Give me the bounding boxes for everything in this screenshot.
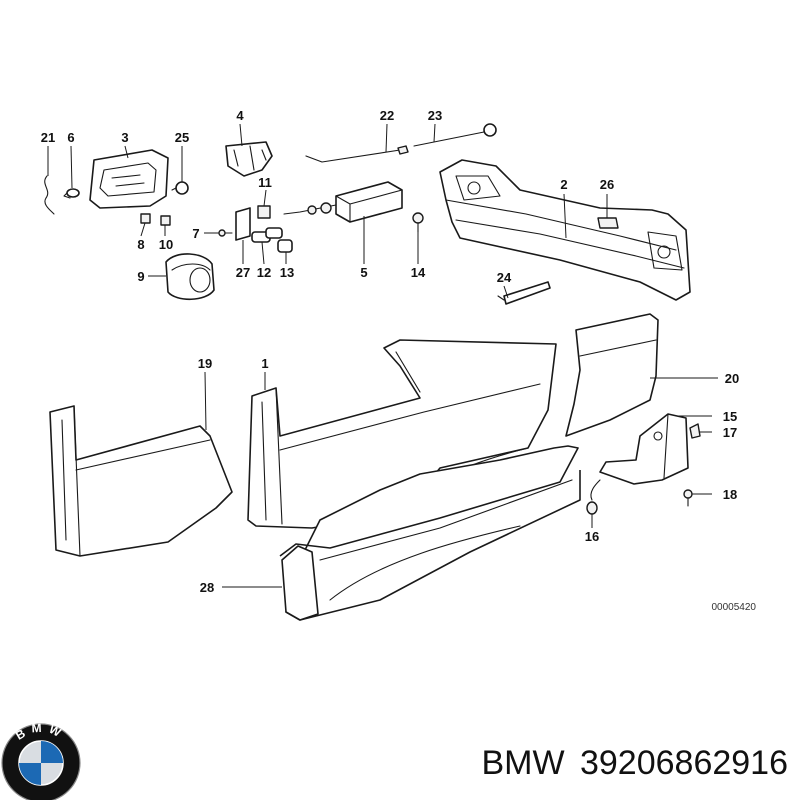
- callout-12: 12: [257, 265, 271, 280]
- callout-9: 9: [137, 269, 144, 284]
- callout-28: 28: [200, 580, 214, 595]
- part-3-filler-housing: [89, 149, 169, 209]
- part-12-bushings: [251, 227, 283, 243]
- callout-23: 23: [428, 108, 442, 123]
- bmw-roundel-icon: BMW: [1, 722, 81, 800]
- part-14-bolt: [412, 212, 424, 233]
- part-28-inner-liner: [279, 445, 581, 621]
- part-17-clip: [689, 423, 701, 439]
- part-5-actuator: [283, 181, 403, 223]
- callout-26: 26: [600, 177, 614, 192]
- callout-20: 20: [725, 371, 739, 386]
- callout-16: 16: [585, 529, 599, 544]
- part-21-wire-clip: [44, 175, 55, 215]
- callout-22: 22: [380, 108, 394, 123]
- callout-19: 19: [198, 356, 212, 371]
- callout-13: 13: [280, 265, 294, 280]
- part-24-strip: [497, 281, 551, 305]
- part-23-cable: [413, 123, 497, 147]
- part-26-tag: [597, 217, 619, 229]
- part-16-plug: [586, 479, 601, 515]
- callout-10: 10: [159, 237, 173, 252]
- part-2-rear-panel: [439, 159, 691, 301]
- part-18-screw: [683, 489, 693, 507]
- exploded-parts-diagram: 21 6 3 25 4 22 23 11 7 8 10 27 12 13 9 5…: [41, 108, 757, 621]
- brand-name: BMW: [481, 744, 565, 782]
- callout-24: 24: [497, 270, 512, 285]
- callout-4: 4: [236, 108, 244, 123]
- part-19-quarter-panel-left: [49, 405, 233, 557]
- leader-lines: [47, 123, 718, 588]
- part-8-nut: [140, 213, 151, 224]
- callout-2: 2: [560, 177, 567, 192]
- callout-25: 25: [175, 130, 189, 145]
- callout-labels: 21 6 3 25 4 22 23 11 7 8 10 27 12 13 9 5…: [41, 108, 739, 595]
- callout-7: 7: [192, 226, 199, 241]
- diagram-reference-code: 00005420: [712, 602, 757, 613]
- brand-row: BMW BMW 39206862916: [0, 700, 800, 800]
- part-4-bracket: [225, 141, 273, 177]
- callout-8: 8: [137, 237, 144, 252]
- callout-21: 21: [41, 130, 55, 145]
- callout-18: 18: [723, 487, 737, 502]
- part-number: 39206862916: [579, 744, 788, 782]
- callout-14: 14: [411, 265, 426, 280]
- part-7-screw: [217, 229, 233, 237]
- part-11-clip: [257, 205, 271, 219]
- callout-11: 11: [258, 175, 272, 190]
- callout-5: 5: [360, 265, 367, 280]
- callout-27: 27: [236, 265, 250, 280]
- callout-15: 15: [723, 409, 737, 424]
- callout-6: 6: [67, 130, 74, 145]
- part-9-grommet: [165, 253, 215, 301]
- part-25-cap: [171, 181, 189, 195]
- part-22-rod: [305, 145, 409, 163]
- part-10-nut: [160, 215, 171, 226]
- callout-17: 17: [723, 425, 737, 440]
- part-20-rear-section: [565, 313, 659, 437]
- part-15-support-bracket: [599, 413, 689, 485]
- part-13-sleeve: [277, 239, 293, 253]
- part-caption: BMW 39206862916: [481, 744, 788, 783]
- part-27-bracket-plate: [235, 207, 251, 241]
- callout-3: 3: [121, 130, 128, 145]
- callout-1: 1: [261, 356, 268, 371]
- part-6-plug: [63, 188, 80, 199]
